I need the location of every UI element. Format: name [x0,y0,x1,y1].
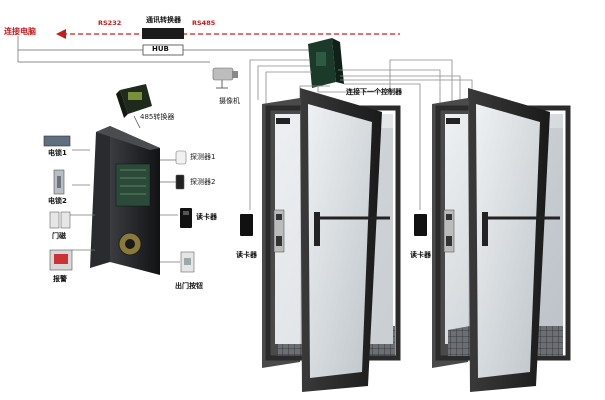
door-1 [240,88,401,392]
camera-icon [212,67,238,89]
card-reader-left-icon [180,208,192,228]
converter-485-label: 485转换器 [140,113,175,121]
camera-label: 摄像机 [219,97,240,105]
detector2-label: 探测器2 [190,178,216,186]
rs485-label: RS485 [192,19,216,27]
door1-reader-label: 读卡器 [236,251,257,259]
door-2-reader-icon [414,214,427,236]
electric-lock-1-icon [43,135,71,147]
lock2-label: 电锁2 [48,197,67,205]
door-sensor-icon [49,211,71,229]
rs232-label: RS232 [98,19,122,27]
hub-label: HUB [152,45,169,53]
card-reader-left-label: 读卡器 [196,213,217,221]
cabinet-wiring [70,149,180,263]
detector-1-icon [175,150,187,165]
electric-lock-2-icon [53,169,65,195]
rs485-converter-module [116,84,152,129]
detector-2-icon [175,174,185,190]
converter-label: 通讯转换器 [146,16,181,24]
door-1-reader-icon [240,214,253,236]
alarm-icon [49,249,73,271]
signal-chain [17,28,400,63]
door2-reader-label: 读卡器 [410,251,431,259]
exit-button-label: 出门按钮 [175,282,203,290]
arrow-left-icon [56,29,66,39]
alarm-label: 报警 [53,275,67,283]
pc-link-label: 连接电脑 [4,27,36,36]
door-2 [414,88,571,392]
network-controller [308,38,344,88]
converter-box [142,28,184,39]
next-controller-label: 连接下一个控制器 [346,88,402,96]
door-sensor-label: 门磁 [52,232,66,240]
lock1-label: 电锁1 [48,149,67,157]
access-controller-cabinet [90,126,160,275]
detector1-label: 探测器1 [190,153,216,161]
exit-button-icon [180,251,195,273]
